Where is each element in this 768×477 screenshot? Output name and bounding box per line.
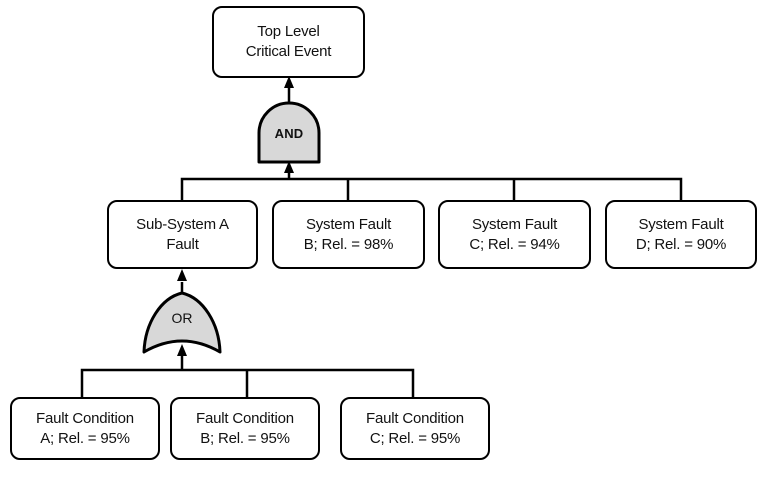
node-text-line: Fault Condition xyxy=(366,409,464,427)
node-fault-condition-c: Fault Condition C; Rel. = 95% xyxy=(340,397,490,460)
node-text-line: A; Rel. = 95% xyxy=(40,429,130,447)
arrow-rail-to-or-head-icon xyxy=(177,344,187,356)
node-text-line: Critical Event xyxy=(245,43,332,60)
node-system-fault-b: System Fault B; Rel. = 98% xyxy=(272,200,425,269)
node-text-line: System Fault xyxy=(305,215,392,233)
node-text-line: System Fault xyxy=(471,215,558,233)
node-fault-condition-a: Fault Condition A; Rel. = 95% xyxy=(10,397,160,460)
node-text-line: D; Rel. = 90% xyxy=(635,235,727,253)
node-text-line: C; Rel. = 94% xyxy=(469,235,560,253)
node-text-line: Top Level xyxy=(257,23,320,40)
node-top-level-critical-event: Top Level Critical Event xyxy=(212,6,365,78)
arrow-and-to-top-head-icon xyxy=(284,76,294,88)
node-text-line: C; Rel. = 95% xyxy=(369,429,461,447)
node-system-fault-c: System Fault C; Rel. = 94% xyxy=(438,200,591,269)
node-text-line: B; Rel. = 95% xyxy=(200,429,290,447)
node-text-line: B; Rel. = 98% xyxy=(303,235,394,253)
node-text-line: Fault Condition xyxy=(36,409,134,427)
node-system-fault-d: System Fault D; Rel. = 90% xyxy=(605,200,757,269)
level2-connector-line xyxy=(180,177,683,200)
node-subsystem-a-fault: Sub-System A Fault xyxy=(107,200,258,269)
node-text-line: Sub-System A xyxy=(136,215,229,233)
level3-connector-line xyxy=(80,368,415,398)
node-fault-condition-b: Fault Condition B; Rel. = 95% xyxy=(170,397,320,460)
arrow-rail-to-and-head-icon xyxy=(284,161,294,173)
node-text-line: System Fault xyxy=(638,215,724,233)
or-gate-icon xyxy=(142,291,222,354)
and-gate-icon xyxy=(257,101,321,164)
arrow-or-to-subsystem-head-icon xyxy=(177,269,187,281)
node-text-line: Fault Condition xyxy=(196,409,294,427)
node-text-line: Fault xyxy=(166,235,199,253)
